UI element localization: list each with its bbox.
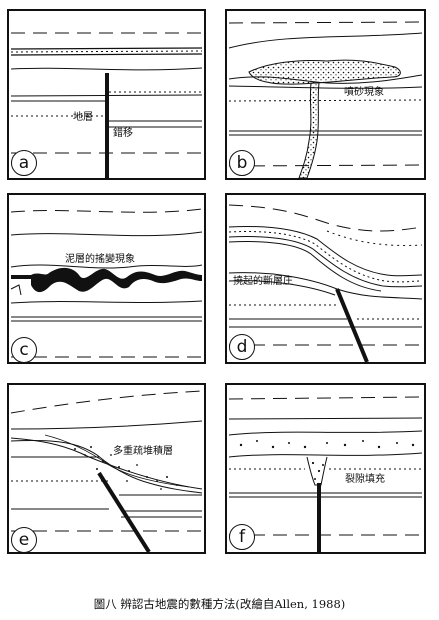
panel-c: 泥層的搖變現象 c: [7, 193, 206, 364]
badge-d: d: [229, 334, 255, 360]
badge-a: a: [11, 150, 37, 176]
label-a-1: 地層: [73, 112, 93, 123]
label-f-1: 裂隙填充: [345, 474, 385, 485]
panel-b-strata: [228, 21, 423, 178]
label-c-1: 泥層的搖變現象: [65, 254, 135, 265]
label-b-1: 噴砂現象: [344, 87, 384, 98]
panel-c-strata: [10, 208, 203, 358]
panel-f: 裂隙填充 f: [225, 383, 426, 554]
badge-b: b: [229, 150, 255, 176]
label-a-2: 錯移: [113, 128, 133, 139]
panel-d-strata: [228, 204, 423, 362]
badge-e: e: [11, 527, 37, 553]
panel-a-strata: [10, 32, 203, 178]
figure-caption: 圖八 辨認古地震的數種方法(改繪自Allen, 1988): [93, 597, 346, 611]
panel-a: 地層 錯移 a: [7, 9, 206, 180]
panel-e: 多重疏堆積層 e: [7, 383, 206, 554]
label-d-1: 撓起的斷層庄: [233, 276, 293, 287]
badge-f: f: [229, 524, 255, 550]
label-e-1: 多重疏堆積層: [113, 446, 173, 457]
panel-e-strata: [10, 390, 203, 552]
panel-d: 撓起的斷層庄 d: [225, 193, 426, 364]
panel-b: 噴砂現象 b: [225, 9, 426, 180]
badge-c: c: [11, 337, 37, 363]
panel-f-strata: [228, 396, 423, 552]
